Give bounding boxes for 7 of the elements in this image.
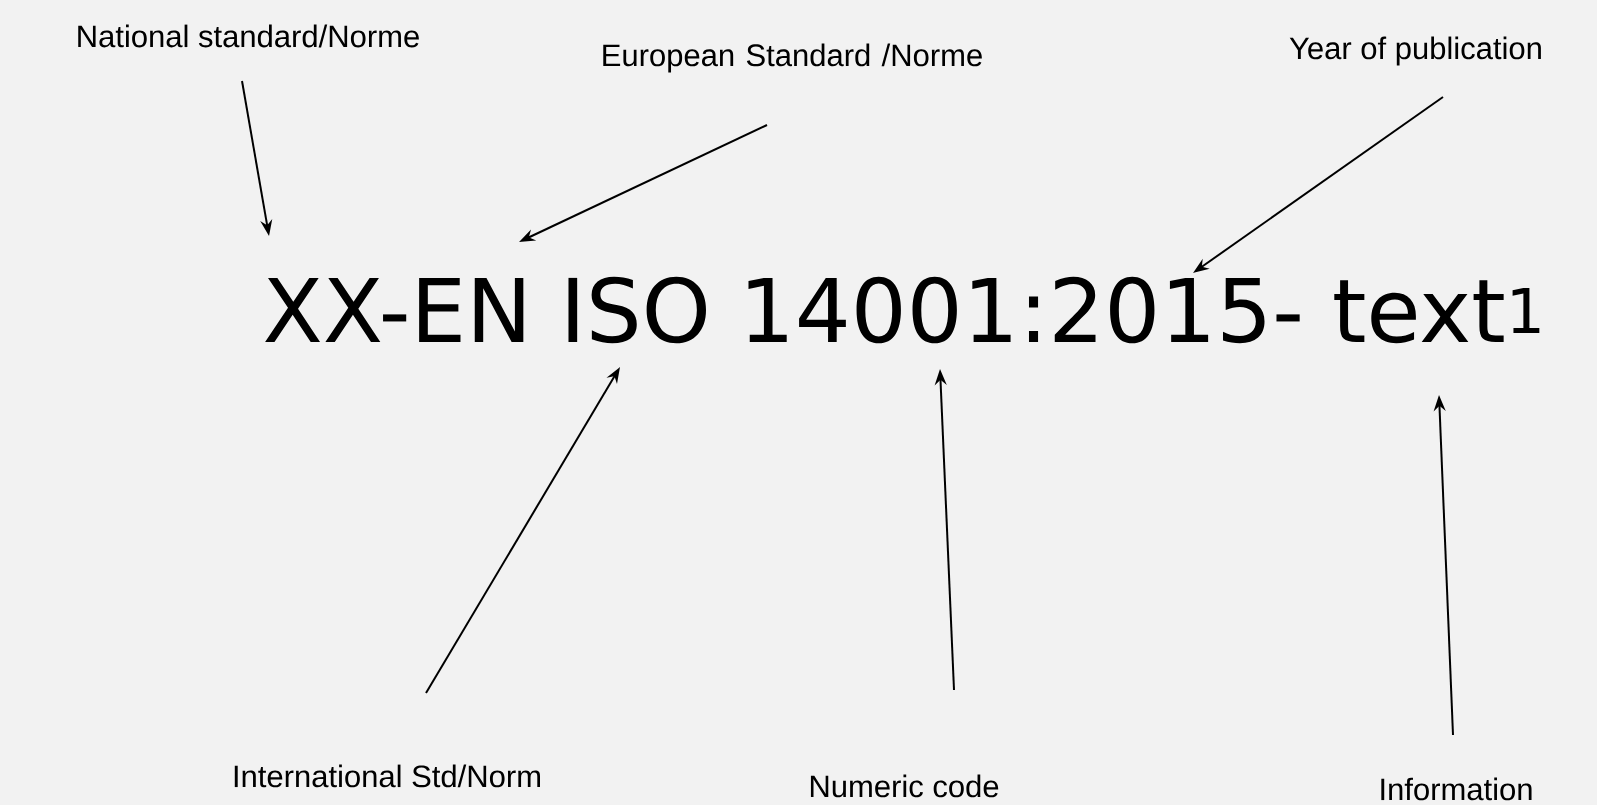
label-text: Numeric code <box>810 774 999 798</box>
standard-designation: XX-EN ISO 14001:2015- text$^{1}$ <box>265 276 1540 344</box>
label-text: International Std/Norm <box>234 764 540 788</box>
label-text: Information <box>1381 777 1532 801</box>
label-text: Year of publication <box>1289 36 1541 66</box>
label-text: European Standard /Norme <box>603 43 982 73</box>
label-text: National standard/Norme <box>78 24 419 48</box>
